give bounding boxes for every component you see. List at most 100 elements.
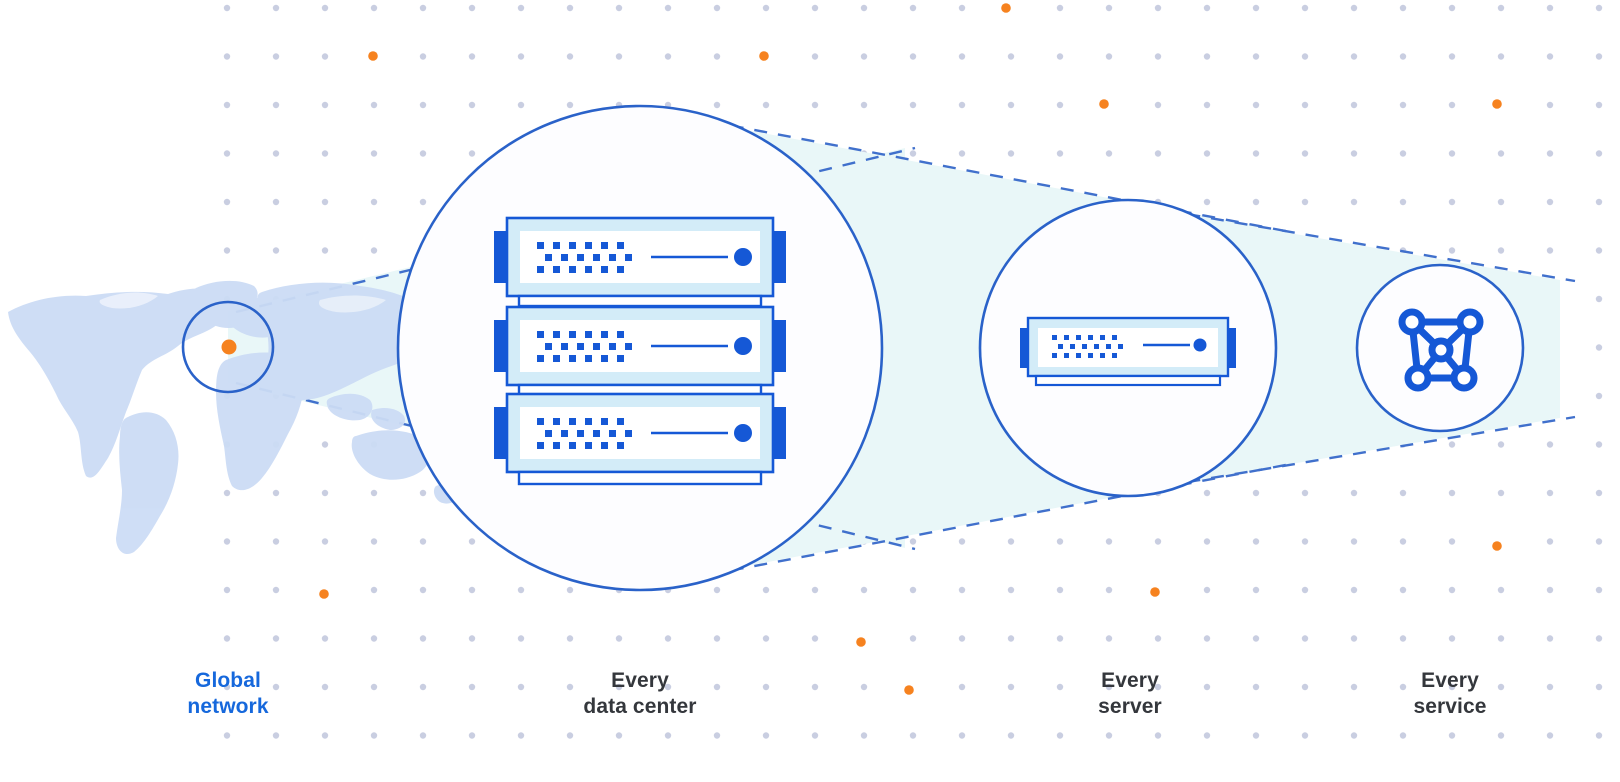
grid-dot bbox=[1203, 635, 1211, 642]
network-node-center bbox=[1428, 337, 1454, 363]
grid-dot bbox=[1301, 489, 1309, 497]
grid-dot bbox=[1497, 247, 1505, 254]
grid-dot bbox=[1546, 53, 1554, 60]
grid-dot bbox=[419, 150, 427, 157]
grid-dot bbox=[1595, 295, 1603, 303]
grid-dot bbox=[762, 101, 770, 109]
grid-dot bbox=[1448, 538, 1456, 545]
grid-dot bbox=[566, 53, 574, 60]
grid-dot bbox=[1203, 101, 1211, 109]
grid-dot bbox=[615, 4, 623, 12]
grid-dot bbox=[664, 635, 672, 642]
grid-dot bbox=[958, 635, 966, 642]
grid-dot bbox=[860, 101, 868, 109]
grid-dot bbox=[909, 101, 917, 109]
accent-dot bbox=[1099, 99, 1109, 109]
grid-dot bbox=[762, 586, 770, 594]
location-dot-marker bbox=[221, 339, 237, 355]
grid-dot bbox=[370, 586, 378, 594]
grid-dot bbox=[1056, 101, 1064, 109]
grid-dot bbox=[272, 586, 280, 594]
grid-dot bbox=[517, 683, 525, 691]
grid-dot bbox=[1154, 150, 1162, 157]
grid-dot bbox=[1497, 586, 1505, 594]
grid-dot bbox=[1399, 683, 1407, 691]
grid-dot bbox=[1301, 150, 1309, 157]
grid-dot bbox=[1399, 101, 1407, 109]
grid-dot bbox=[958, 538, 966, 545]
grid-dot bbox=[860, 53, 868, 60]
grid-dot bbox=[713, 53, 721, 60]
grid-dot bbox=[1056, 683, 1064, 691]
grid-dot bbox=[1252, 4, 1260, 12]
grid-dot bbox=[1546, 538, 1554, 545]
grid-dot bbox=[1595, 732, 1603, 739]
grid-dot bbox=[1399, 732, 1407, 739]
grid-dot bbox=[566, 732, 574, 739]
grid-dot bbox=[370, 732, 378, 739]
accent-dot bbox=[856, 637, 866, 647]
grid-dot bbox=[321, 441, 329, 448]
grid-dot bbox=[1595, 4, 1603, 12]
grid-dot bbox=[811, 683, 819, 691]
dashed-line-lower-3 bbox=[1139, 415, 1576, 492]
grid-dot bbox=[1203, 198, 1211, 206]
grid-dot bbox=[321, 150, 329, 157]
grid-dot bbox=[1252, 538, 1260, 545]
grid-dot bbox=[321, 53, 329, 60]
grid-dot bbox=[1546, 683, 1554, 691]
grid-dot bbox=[1595, 101, 1603, 109]
grid-dot bbox=[517, 586, 525, 594]
grid-dot bbox=[811, 732, 819, 739]
grid-dot bbox=[272, 198, 280, 206]
grid-dot bbox=[1203, 732, 1211, 739]
grid-dot bbox=[860, 586, 868, 594]
grid-dot bbox=[1399, 635, 1407, 642]
grid-dot bbox=[272, 53, 280, 60]
grid-dot bbox=[762, 683, 770, 691]
grid-dot bbox=[223, 538, 231, 545]
grid-dot bbox=[223, 150, 231, 157]
grid-dot bbox=[1350, 683, 1358, 691]
grid-dot bbox=[1056, 635, 1064, 642]
grid-dot bbox=[468, 732, 476, 739]
grid-dot bbox=[223, 586, 231, 594]
grid-dot bbox=[909, 150, 917, 157]
grid-dot bbox=[419, 101, 427, 109]
grid-dot bbox=[958, 4, 966, 12]
grid-dot bbox=[272, 635, 280, 642]
grid-dot bbox=[1399, 53, 1407, 60]
grid-dot bbox=[1448, 53, 1456, 60]
grid-dot bbox=[1203, 586, 1211, 594]
grid-dot bbox=[1595, 586, 1603, 594]
grid-dot bbox=[615, 683, 623, 691]
grid-dot bbox=[1007, 101, 1015, 109]
grid-dot bbox=[1007, 683, 1015, 691]
grid-dot bbox=[1399, 538, 1407, 545]
grid-dot bbox=[1056, 538, 1064, 545]
grid-dot bbox=[223, 4, 231, 12]
grid-dot bbox=[1595, 392, 1603, 400]
grid-dot bbox=[1350, 150, 1358, 157]
grid-dot bbox=[1399, 4, 1407, 12]
grid-dot bbox=[223, 53, 231, 60]
grid-dot bbox=[1154, 732, 1162, 739]
grid-dot bbox=[370, 4, 378, 12]
grid-dot bbox=[321, 489, 329, 497]
grid-dot bbox=[1350, 101, 1358, 109]
accent-dot bbox=[1001, 3, 1011, 13]
grid-dot bbox=[1595, 441, 1603, 448]
grid-dot bbox=[1448, 150, 1456, 157]
grid-dot bbox=[1546, 101, 1554, 109]
grid-dot bbox=[272, 247, 280, 254]
grid-dot bbox=[909, 732, 917, 739]
grid-dot bbox=[1203, 150, 1211, 157]
grid-dot bbox=[1546, 635, 1554, 642]
grid-dot bbox=[1546, 441, 1554, 448]
grid-dot bbox=[664, 732, 672, 739]
grid-dot bbox=[1350, 732, 1358, 739]
grid-dot bbox=[272, 150, 280, 157]
grid-dot bbox=[762, 732, 770, 739]
grid-dot bbox=[1546, 4, 1554, 12]
grid-dot bbox=[419, 635, 427, 642]
